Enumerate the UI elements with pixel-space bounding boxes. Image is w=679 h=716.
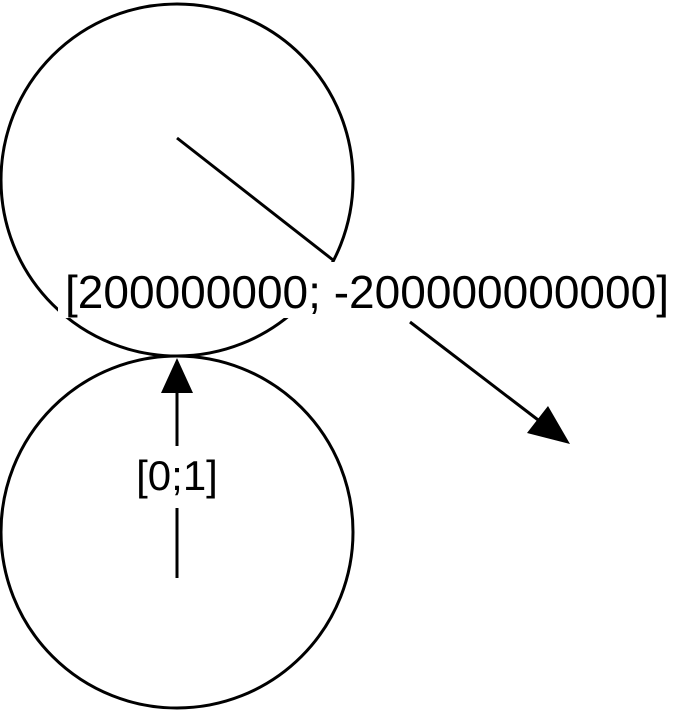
bottom-label: [0;1] [136, 452, 218, 499]
diagonal-arrow-shaft [409, 320, 547, 428]
vertical-arrow-head [161, 358, 193, 393]
top-label-background [58, 262, 679, 318]
top-label: [200000000; -200000000000] [65, 266, 669, 318]
bottom-circle [0, 354, 355, 710]
top-circle-radius-line [176, 136, 334, 262]
diagonal-arrow-head [527, 406, 570, 444]
